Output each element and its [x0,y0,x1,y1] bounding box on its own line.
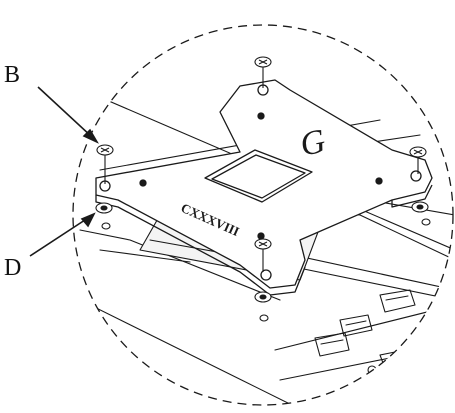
callout-label-d: D [4,255,22,281]
connector-2-slot [345,320,367,326]
chassis-lower-edge [73,289,301,405]
leader-d [29,217,89,257]
chassis-edge-upper-inner [89,25,301,49]
rivet-bottom [257,232,265,240]
bracket-edge [95,195,306,296]
arrowhead-d [80,212,96,228]
callout-leaders [29,86,99,257]
washer-group [95,201,431,322]
screw-bottom [254,238,272,272]
washer-right [411,201,431,226]
chassis-edge-upper [94,25,331,41]
screw-left [96,144,114,184]
rail-lower-inner [99,249,191,263]
connector-group [314,289,416,375]
board-front [274,304,453,351]
rivet-top [257,112,265,120]
rivet-right [375,177,383,185]
bracket-window-inner [211,154,306,199]
connector-4 [379,351,399,364]
washer-left [95,202,113,230]
screw-group [96,56,427,272]
screw-right [409,146,427,174]
board-front-lower [279,344,453,381]
connector-1 [379,289,416,313]
connector-2 [339,314,373,337]
screw-top [254,56,272,88]
leader-b [37,86,93,138]
bracket-hole-right [410,170,422,182]
callout-label-b: B [4,62,21,88]
bracket-edge-right [391,184,433,208]
mounting-bracket [95,79,433,296]
connector-1-slot [385,295,409,301]
rail-lower [79,229,281,301]
arrowhead-b [82,128,99,144]
connector-3 [314,332,350,357]
bracket-window [204,149,313,203]
bracket-hole-bottom [260,269,272,281]
washer-bottom [254,291,272,322]
rivet-left [139,179,147,187]
connector-3-slot [320,339,344,345]
